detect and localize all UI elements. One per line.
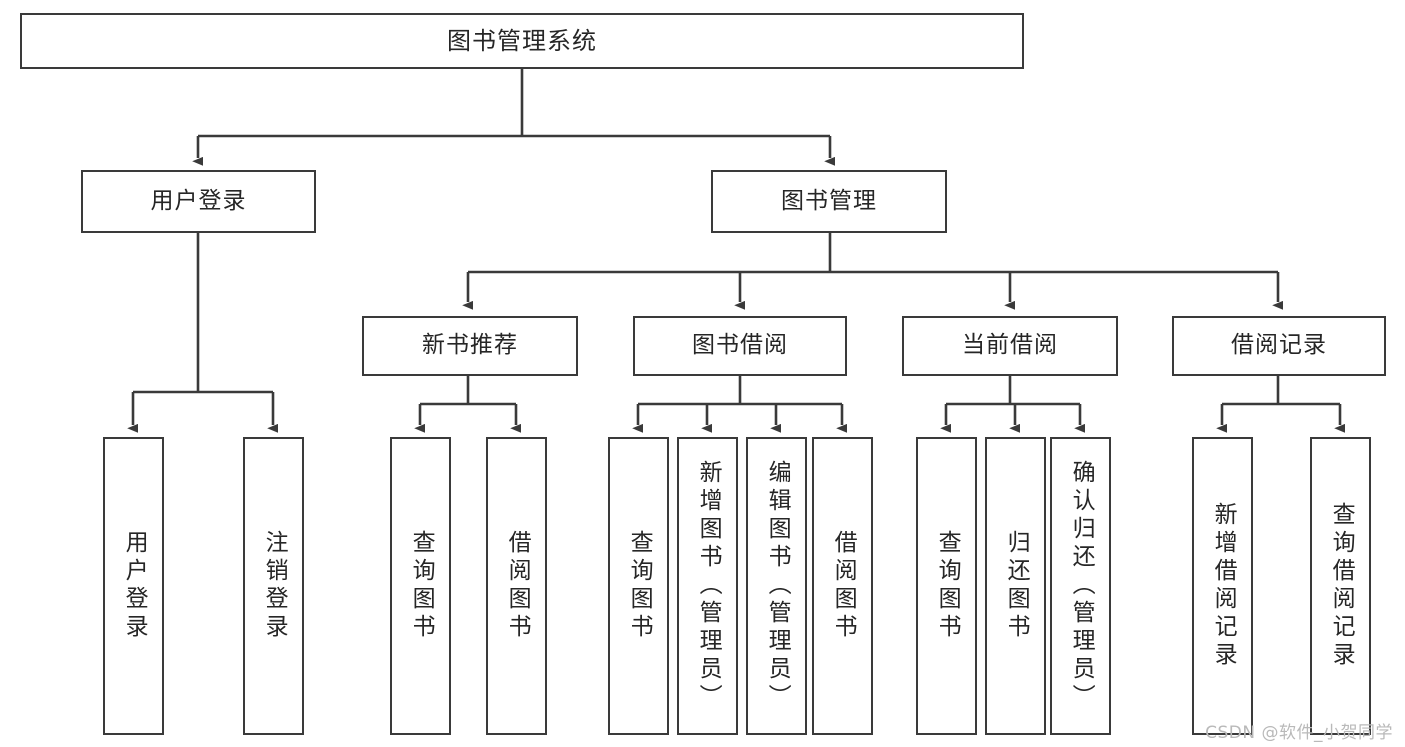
node-label: 查询借阅记录: [1328, 502, 1355, 670]
node-leaf-query-borrow-record[interactable]: 查询借阅记录: [1310, 437, 1371, 735]
node-label: 注销登录: [261, 530, 288, 642]
node-label: 查询图书: [626, 530, 653, 642]
node-new-book-recommend[interactable]: 新书推荐: [362, 316, 578, 376]
node-label: 编辑图书（管理员）: [764, 460, 791, 712]
node-leaf-edit-book[interactable]: 编辑图书（管理员）: [746, 437, 807, 735]
node-user-login[interactable]: 用户登录: [81, 170, 316, 233]
node-leaf-query-book-current[interactable]: 查询图书: [916, 437, 977, 735]
node-borrow-record[interactable]: 借阅记录: [1172, 316, 1386, 376]
node-book-management[interactable]: 图书管理: [711, 170, 947, 233]
node-leaf-add-borrow-record[interactable]: 新增借阅记录: [1192, 437, 1253, 735]
node-label: 图书管理: [781, 187, 877, 214]
node-label: 借阅图书: [504, 530, 531, 642]
watermark: CSDN @软件_小贺同学: [1205, 723, 1393, 743]
node-label: 归还图书: [1003, 530, 1030, 642]
node-leaf-confirm-return[interactable]: 确认归还（管理员）: [1050, 437, 1111, 735]
node-leaf-query-book-recommend[interactable]: 查询图书: [390, 437, 451, 735]
node-current-borrow[interactable]: 当前借阅: [902, 316, 1118, 376]
node-label: 借阅图书: [830, 530, 857, 642]
node-leaf-return-book[interactable]: 归还图书: [985, 437, 1046, 735]
node-label: 用户登录: [121, 530, 148, 642]
node-leaf-add-book[interactable]: 新增图书（管理员）: [677, 437, 738, 735]
node-label: 新书推荐: [422, 332, 518, 359]
node-leaf-borrow-book-recommend[interactable]: 借阅图书: [486, 437, 547, 735]
node-label: 新增借阅记录: [1210, 502, 1237, 670]
node-label: 图书借阅: [692, 332, 788, 359]
node-root-book-management-system[interactable]: 图书管理系统: [20, 13, 1024, 69]
node-leaf-user-logout[interactable]: 注销登录: [243, 437, 304, 735]
node-book-borrow[interactable]: 图书借阅: [633, 316, 847, 376]
node-leaf-query-book-borrow[interactable]: 查询图书: [608, 437, 669, 735]
node-label: 当前借阅: [962, 332, 1058, 359]
node-label: 用户登录: [150, 187, 247, 214]
node-label: 查询图书: [934, 530, 961, 642]
node-leaf-user-login[interactable]: 用户登录: [103, 437, 164, 735]
node-leaf-borrow-book[interactable]: 借阅图书: [812, 437, 873, 735]
node-label: 新增图书（管理员）: [695, 460, 722, 712]
node-label: 图书管理系统: [447, 26, 597, 55]
node-label: 确认归还（管理员）: [1068, 460, 1095, 712]
node-label: 查询图书: [408, 530, 435, 642]
node-label: 借阅记录: [1231, 332, 1327, 359]
